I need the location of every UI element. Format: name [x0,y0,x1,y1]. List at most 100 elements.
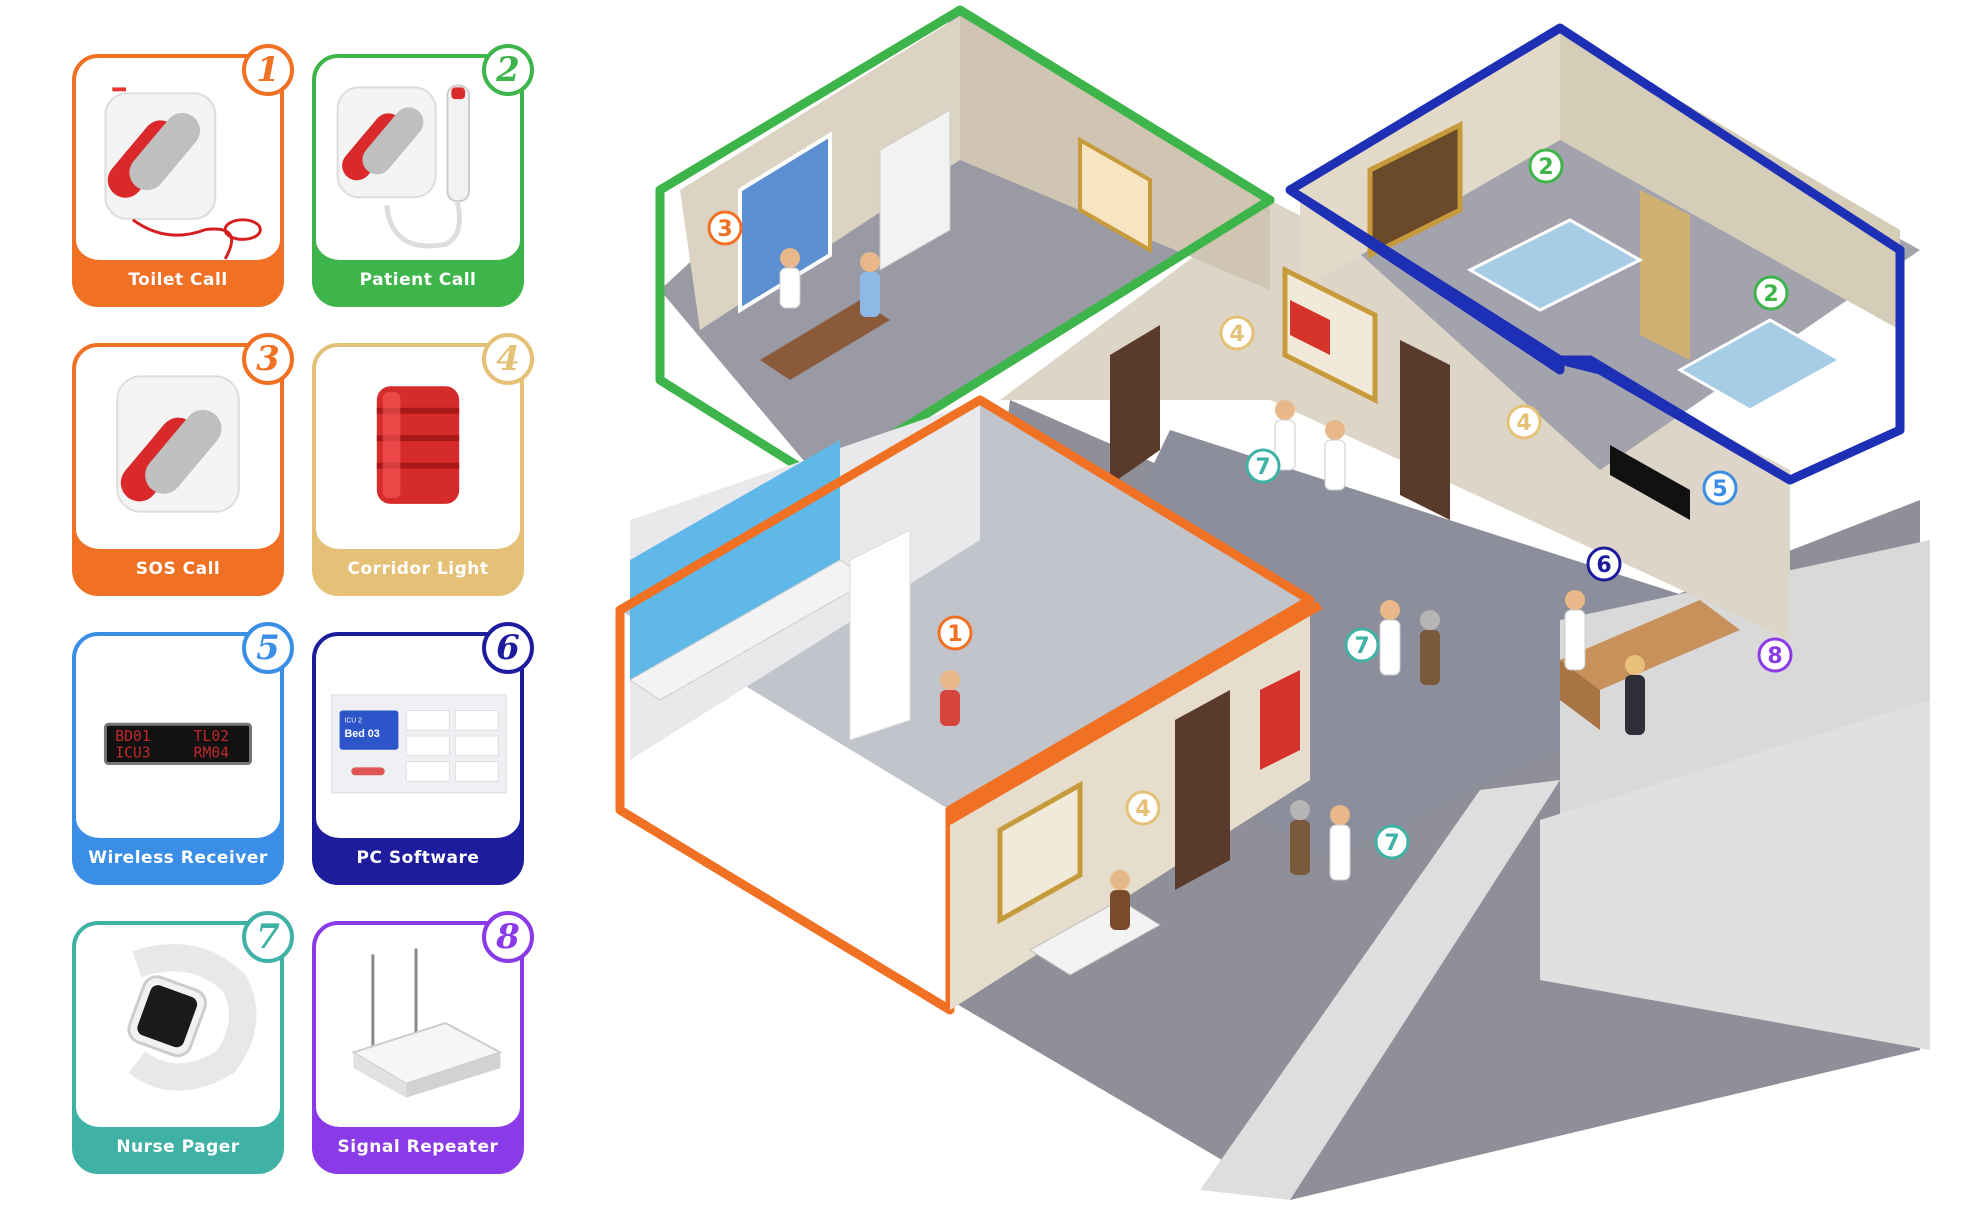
office-desk [760,300,890,380]
office-cabinet [879,109,951,271]
callout-number: 2 [1763,282,1778,307]
card-number: 8 [482,911,534,963]
card-number: 1 [242,44,294,96]
callout-7-c: 7 [1374,824,1410,860]
callout-7-b: 7 [1344,627,1380,663]
ward-bed-1 [1466,218,1644,312]
callout-number: 5 [1712,477,1727,502]
callout-4-b: 4 [1506,404,1542,440]
callout-4-c: 4 [1125,790,1161,826]
software-screen-icon: ICU 2 Bed 03 [331,694,507,794]
callout-number: 2 [1538,155,1553,180]
ward-outline-lower [1287,186,1793,484]
card-image [316,925,520,1131]
ward-right-wall [1560,30,1900,330]
waiting-room-cabinet [1260,670,1300,770]
front-ramp-wall [1200,780,1560,1200]
office-window-glass [738,131,832,314]
callout-2-b: 2 [1753,275,1789,311]
callout-5: 5 [1702,470,1738,506]
card-label: SOS Call [135,559,221,579]
card-label: PC Software [356,848,480,868]
corridor-door-1 [1110,325,1160,485]
card-wireless-receiver: BD01 TL02 ICU3 RM04 Wireless Receiver 5 [72,622,294,885]
office-right-wall [960,16,1270,290]
callout-number: 7 [1354,634,1369,659]
watch-pager-icon [127,944,257,1091]
corridor-back-wall [1000,200,1790,640]
receiver-line1-left: BD01 [115,728,150,745]
router-icon [350,948,503,1098]
office-poster [1078,136,1152,254]
callout-4-a: 4 [1219,315,1255,351]
receiver-line2-left: ICU3 [115,745,150,762]
callout-number: 1 [947,622,962,647]
front-right-wall [1540,700,1930,1050]
card-pc-software: ICU 2 Bed 03 PC Software 6 [312,622,534,885]
toilet-floor [620,400,1310,810]
software-ward: ICU 2 [344,717,362,724]
card-image [76,347,280,553]
card-image: ICU 2 Bed 03 [316,636,520,842]
card-label: Corridor Light [347,559,489,579]
callout-number: 7 [1384,831,1399,856]
card-image [316,347,520,553]
card-number: 7 [242,911,294,963]
card-label: Nurse Pager [116,1137,240,1157]
card-label: Toilet Call [128,270,228,290]
callout-7-a: 7 [1245,448,1281,484]
card-number: 5 [242,622,294,674]
card-number: 2 [482,44,534,96]
card-image [76,925,280,1131]
toilet-mirror-wall [630,440,840,680]
ward-bed-2 [1676,318,1844,412]
receiver-line2-right: RM04 [194,745,230,762]
corridor-light-icon [376,386,460,504]
callout-number: 7 [1255,455,1270,480]
card-number: 6 [482,622,534,674]
card-number: 4 [482,333,534,385]
device-legend: Toilet Call 1 Patient Call 2 SOS Ca [0,0,560,1222]
card-image [76,58,280,264]
card-signal-repeater: Signal Repeater 8 [312,911,534,1174]
card-number: 3 [242,333,294,385]
callout-number: 4 [1229,322,1244,347]
office-outline [655,5,1275,485]
waiting-room-poster [997,780,1083,925]
callout-8: 8 [1757,637,1793,673]
reception-desk [1560,600,1740,690]
card-image: BD01 TL02 ICU3 RM04 [76,636,280,842]
waiting-room-door [1175,690,1230,890]
receiver-line1-right: TL02 [194,728,229,745]
reception-desk-front [1560,660,1600,730]
ward-corkboard [1367,120,1463,260]
callout-number: 4 [1135,797,1150,822]
toilet-partition [849,529,911,741]
led-wall-display [1610,445,1690,520]
card-label: Wireless Receiver [88,848,268,868]
ward-curtain [1640,190,1690,360]
software-bed: Bed 03 [344,728,379,740]
card-sos-call: SOS Call 3 [72,333,294,596]
handheld-call-button-icon [336,84,470,249]
callout-1: 1 [937,615,973,651]
callout-number: 3 [717,217,732,242]
hospital-floor-plan: 1 2 2 3 4 4 4 5 6 7 7 7 [615,5,1930,1200]
sos-button-icon [116,375,240,513]
card-label: Patient Call [359,270,477,290]
waiting-room-outline-edge [947,601,1323,824]
callout-6: 6 [1586,546,1622,582]
card-toilet-call: Toilet Call 1 [72,44,294,307]
corridor-door-2 [1400,340,1450,520]
card-label: Signal Repeater [337,1137,499,1157]
corridor-firstaid-kit [1290,300,1330,355]
callout-2-a: 2 [1528,148,1564,184]
led-display-icon: BD01 TL02 ICU3 RM04 [103,722,253,765]
callout-number: 8 [1767,644,1782,669]
card-corridor-light: Corridor Light 4 [312,333,534,596]
people [779,248,1645,930]
card-nurse-pager: Nurse Pager 7 [72,911,294,1174]
toilet-outline [615,395,1315,1015]
callout-number: 6 [1596,553,1611,578]
callout-3: 3 [707,210,743,246]
